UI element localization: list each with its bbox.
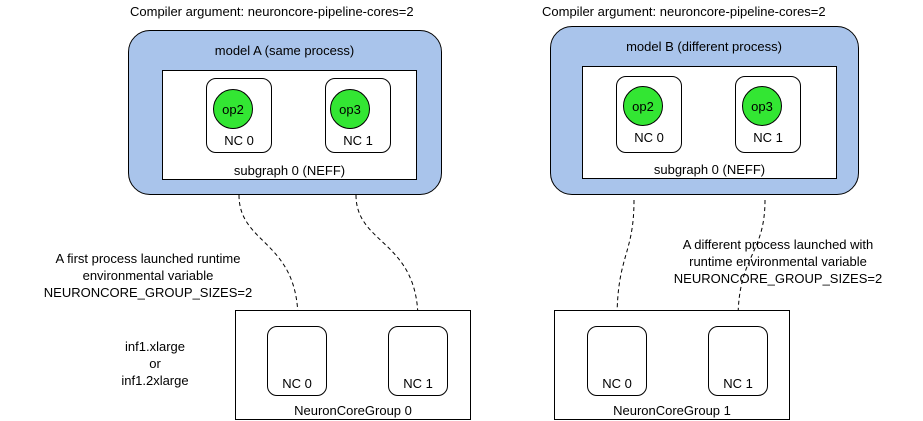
left-nc1-mapping-connector <box>355 194 422 321</box>
left-nc0-label: NC 0 <box>224 133 254 148</box>
right-op2-node: op2 <box>623 86 663 126</box>
left-op3-node: op3 <box>330 89 370 129</box>
right-op2-label: op2 <box>632 98 654 114</box>
group-1-neuroncore-0: NC 0 <box>587 326 647 396</box>
group-0-neuroncore-1: NC 1 <box>388 326 448 396</box>
left-nc1-label: NC 1 <box>343 133 373 148</box>
right-nc0-mapping-connector <box>613 199 635 321</box>
right-op3-label: op3 <box>751 98 773 114</box>
left-compiler-argument: Compiler argument: neuroncore-pipeline-c… <box>130 4 414 19</box>
right-runtime-note-line-2: runtime environmental variable <box>689 254 867 269</box>
left-op2-label: op2 <box>222 101 244 117</box>
left-runtime-note: A first process launched runtime environ… <box>12 250 284 301</box>
instance-type-1: inf1.xlarge <box>125 339 185 354</box>
left-runtime-note-line-1: A first process launched runtime <box>55 251 241 266</box>
group-0-nc1-label: NC 1 <box>403 376 433 391</box>
instance-type-2: inf1.2xlarge <box>121 373 189 388</box>
left-nc0-mapping-connector <box>238 194 302 321</box>
right-runtime-note: A different process launched with runtim… <box>648 236 908 287</box>
right-op3-node: op3 <box>742 86 782 126</box>
group-1-neuroncore-1: NC 1 <box>708 326 768 396</box>
left-subgraph-label: subgraph 0 (NEFF) <box>233 163 346 178</box>
group-0-nc0-label: NC 0 <box>282 376 312 391</box>
left-op3-label: op3 <box>339 101 361 117</box>
neuroncore-group-0-label: NeuronCoreGroup 0 <box>294 403 412 418</box>
right-nc0-label: NC 0 <box>634 130 664 145</box>
instance-types-note: inf1.xlarge or inf1.2xlarge <box>100 338 210 389</box>
model-a-title: model A (same process) <box>214 43 355 58</box>
right-runtime-note-line-3: NEURONCORE_GROUP_SIZES=2 <box>673 271 883 286</box>
left-runtime-note-line-2: environmental variable <box>82 268 214 283</box>
right-nc1-mapping-connector <box>734 199 766 321</box>
right-runtime-note-line-1: A different process launched with <box>682 237 874 252</box>
left-runtime-note-line-3: NEURONCORE_GROUP_SIZES=2 <box>43 285 253 300</box>
right-nc1-label: NC 1 <box>753 130 783 145</box>
group-1-nc0-label: NC 0 <box>602 376 632 391</box>
neuroncore-group-1-label: NeuronCoreGroup 1 <box>613 403 731 418</box>
instance-type-or: or <box>149 356 161 371</box>
left-op2-node: op2 <box>213 89 253 129</box>
group-1-nc1-label: NC 1 <box>723 376 753 391</box>
group-0-neuroncore-0: NC 0 <box>267 326 327 396</box>
right-compiler-argument: Compiler argument: neuroncore-pipeline-c… <box>542 4 826 19</box>
model-b-title: model B (different process) <box>626 39 782 54</box>
right-subgraph-label: subgraph 0 (NEFF) <box>653 162 766 177</box>
